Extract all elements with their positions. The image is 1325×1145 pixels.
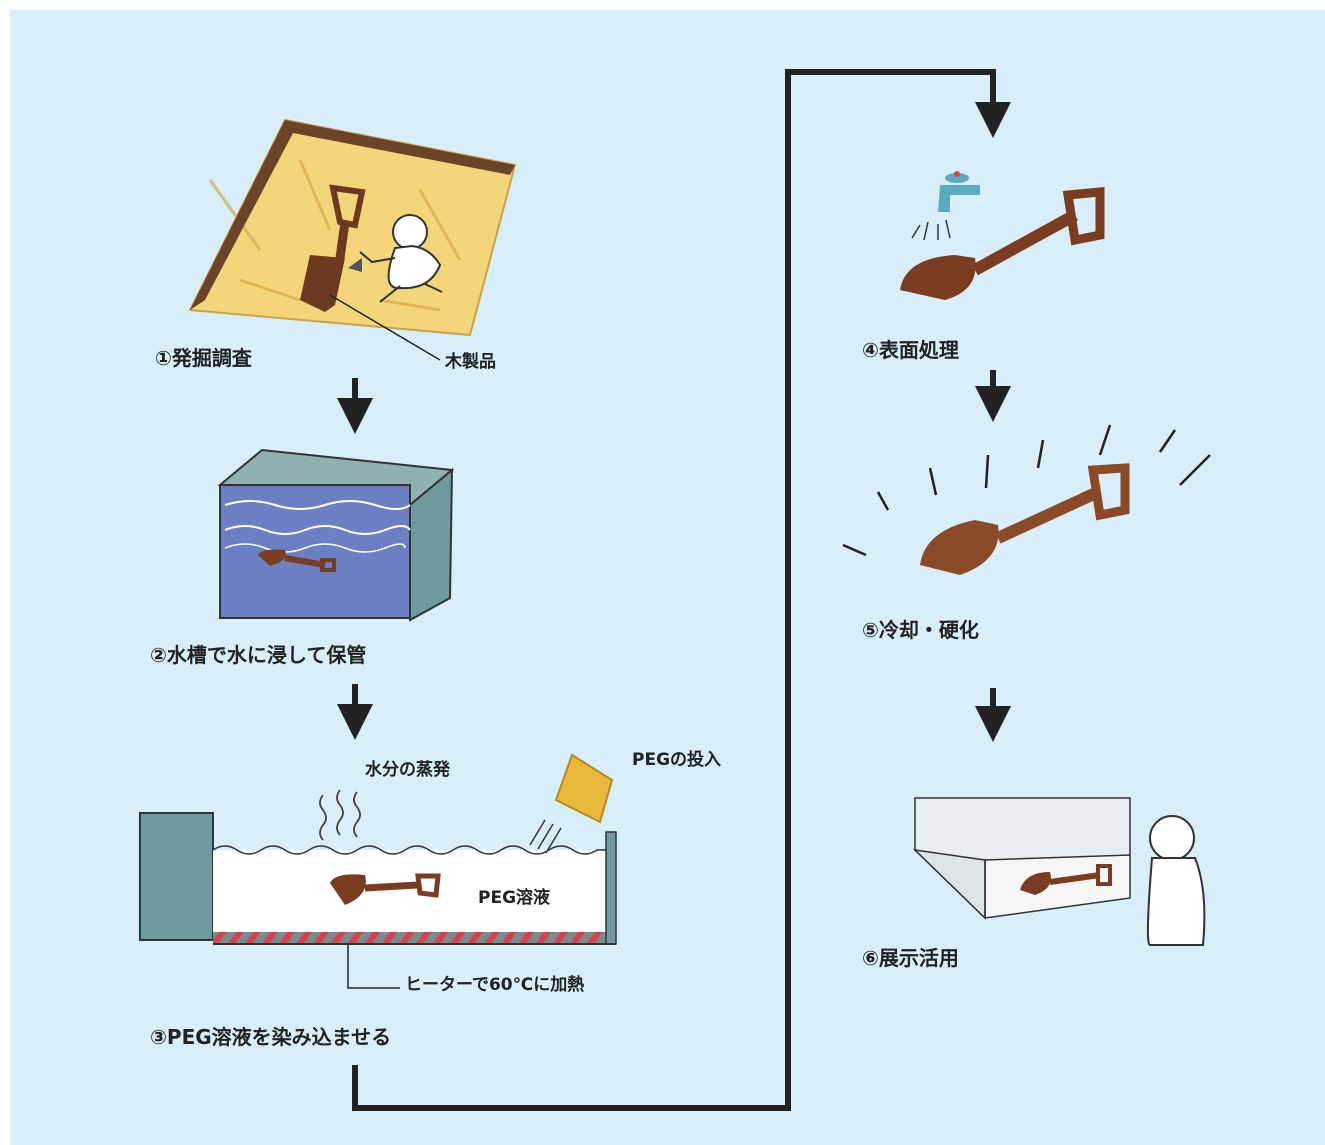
faucet-icon [911, 171, 980, 241]
shovel-washing-icon [900, 187, 1105, 300]
water-tank-illustration [217, 448, 455, 622]
step-6-label: ⑥展示活用 [862, 946, 959, 970]
step-2-label: ②水槽で水に浸して保管 [150, 643, 367, 667]
steam-icon [319, 789, 361, 841]
peg-tank-illustration [139, 753, 617, 989]
hardened-shovel-icon [920, 463, 1130, 575]
wooden-item-label: 木製品 [445, 352, 496, 372]
peg-shovel-icon [330, 873, 441, 905]
step-1-label: ①発掘調査 [155, 346, 252, 370]
peg-block-icon [529, 753, 614, 854]
submerged-shovel-icon [258, 549, 336, 572]
displayed-shovel-icon [1020, 864, 1112, 895]
peg-solution-label: PEG溶液 [478, 888, 551, 908]
step-5-label: ⑤冷却・硬化 [862, 618, 979, 642]
flow-connector-3-4 [352, 69, 1011, 1111]
cooling-illustration [842, 424, 1211, 575]
surface-treatment-illustration [900, 171, 1105, 300]
step-3-label: ③PEG溶液を染み込ませる [150, 1025, 392, 1049]
heater-label: ヒーターで60℃に加熱 [405, 975, 585, 995]
display-case-illustration [912, 797, 1206, 946]
visitor-icon [1146, 815, 1206, 946]
person-digging-icon [348, 214, 443, 303]
step-4-label: ④表面処理 [862, 338, 959, 362]
excavation-illustration [188, 118, 517, 361]
evaporation-label: 水分の蒸発 [365, 760, 450, 780]
peg-input-label: PEGの投入 [632, 750, 722, 770]
